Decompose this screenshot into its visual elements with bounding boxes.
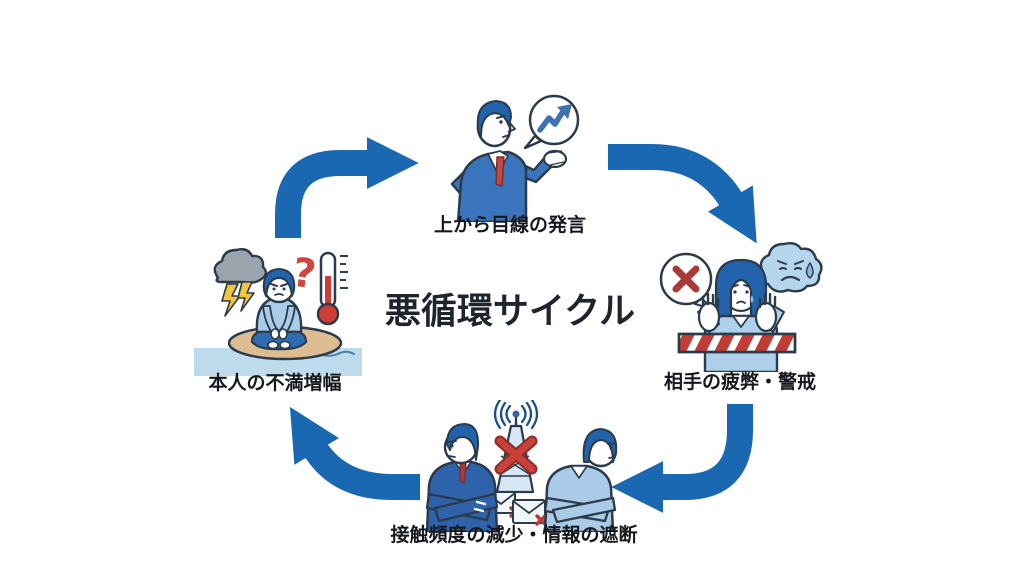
step-right-label: 相手の疲弊・警戒 [663,371,816,393]
step-bottom-illustration [413,400,625,532]
woman-arms-crossed-figure [543,428,618,532]
barrier-tape-icon [677,332,797,354]
step-bottom-label: 接触頻度の減少・情報の遮断 [390,524,638,546]
arrow-top-to-right [608,144,757,244]
thermometer-icon [316,251,348,326]
step-right-illustration [653,236,837,372]
wave-line [319,350,355,357]
step-top-illustration [428,90,590,222]
blocked-signal-x-icon [494,435,538,475]
step-left-label: 本人の不満増幅 [208,372,342,394]
raised-palm-left [697,292,721,333]
center-title: 悪循環サイクル [384,291,636,332]
refusal-x-bubble-icon [659,252,715,311]
arrow-bottom-to-left [289,406,420,500]
businessman-figure [450,100,568,222]
step-left-illustration: ? [194,240,362,376]
exhausted-wary-woman-icon [659,241,823,372]
lightning-icon [221,283,241,317]
blocked-envelope-icon-2 [512,499,547,526]
lightning-icon-2 [237,281,255,312]
storm-cloud-icon [213,248,268,317]
raised-palm-right [754,292,778,333]
arrow-left-to-top [275,137,419,238]
trend-up-speech-bubble-icon [523,94,580,150]
step-top-label: 上から目線の発言 [433,214,586,236]
frustrated-isolated-person-icon: ? [194,248,362,376]
arrow-right-to-bottom [611,404,753,513]
condescending-businessman-icon [450,94,580,222]
radio-tower-icon [493,400,539,494]
man-arms-crossed-figure [425,423,499,532]
sitting-frustrated-figure [250,268,308,351]
communication-cutoff-pair-icon [425,400,618,532]
signal-waves-icon [493,400,539,430]
